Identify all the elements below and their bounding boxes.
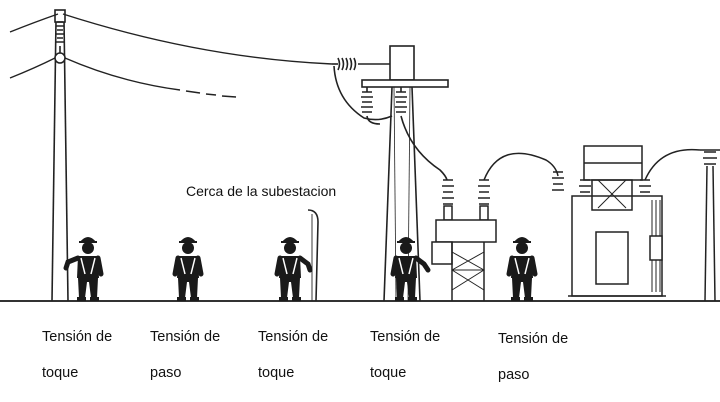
label-line2: paso: [498, 367, 530, 383]
label-line2: paso: [150, 365, 182, 381]
power-lines: [9, 13, 333, 98]
label-line2: toque: [258, 365, 295, 381]
label-line1: Tensión de: [370, 329, 441, 345]
label-line1: Tensión de: [150, 329, 221, 345]
label-touch-pole: Tensión de toque: [42, 310, 112, 400]
label-line1: Tensión de: [258, 329, 329, 345]
worker-touch-fence: [274, 236, 313, 302]
substation-fence: [307, 209, 319, 302]
label-line1: Tensión de: [42, 329, 113, 345]
worker-touch-pole: [63, 236, 104, 302]
label-line2: toque: [42, 365, 79, 381]
label-line1: Tensión de: [498, 331, 569, 347]
worker-step-1: [172, 236, 204, 302]
label-step-1: Tensión de paso: [150, 310, 220, 400]
label-line2: toque: [370, 365, 407, 381]
switchgear: [431, 152, 559, 301]
utility-pole: [51, 9, 69, 302]
label-step-2: Tensión de paso: [498, 312, 568, 402]
right-pole: [700, 149, 720, 302]
power-transformer: [552, 145, 701, 297]
worker-touch-structure: [390, 236, 431, 302]
substation-diagram: [0, 9, 720, 302]
transmission-tower: [332, 45, 449, 302]
fence-caption: Cerca de la subestacion: [186, 183, 337, 199]
label-touch-structure: Tensión de toque: [370, 310, 440, 400]
label-touch-fence: Tensión de toque: [258, 310, 328, 400]
worker-step-2: [506, 236, 538, 302]
